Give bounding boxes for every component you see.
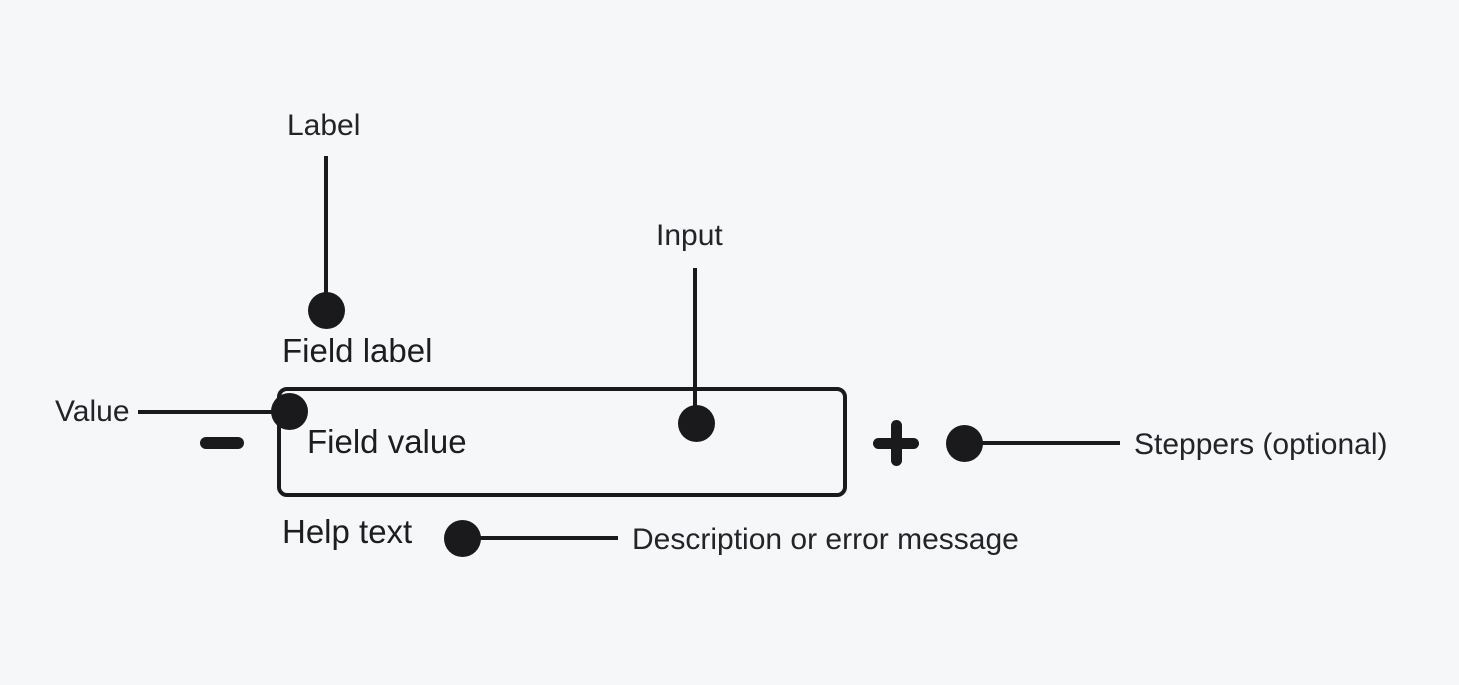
annotation-steppers: Steppers (optional) (1134, 428, 1388, 461)
annotation-description: Description or error message (632, 523, 1019, 556)
annotation-label: Label (287, 109, 361, 142)
value-connector-dot (271, 393, 308, 430)
number-field-input[interactable] (277, 387, 847, 497)
label-connector-dot (308, 292, 345, 329)
annotation-value: Value (55, 395, 130, 428)
value-connector-line (138, 410, 290, 414)
minus-stepper-button[interactable] (200, 437, 244, 449)
field-value-text: Field value (307, 423, 467, 460)
help-text: Help text (282, 513, 413, 550)
field-label: Field label (282, 332, 433, 369)
annotation-input: Input (656, 219, 723, 252)
input-connector-line (693, 268, 697, 423)
label-connector-line (324, 156, 328, 310)
plus-stepper-button[interactable] (873, 420, 919, 466)
input-connector-dot (678, 405, 715, 442)
help-connector-line (462, 536, 618, 540)
steppers-connector-line (964, 441, 1120, 445)
